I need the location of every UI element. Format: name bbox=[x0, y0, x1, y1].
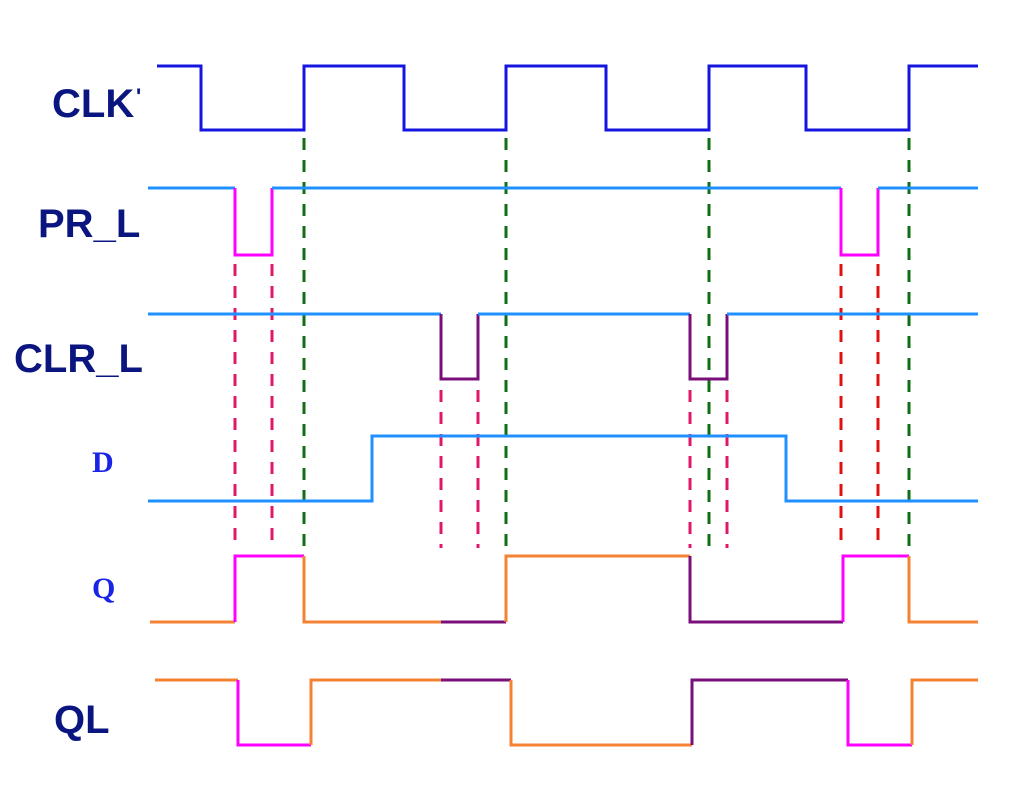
waveform-clr-l bbox=[148, 312, 978, 381]
label-clk: CLK bbox=[52, 82, 134, 126]
label-d: D bbox=[92, 446, 114, 479]
label-q: Q bbox=[92, 572, 115, 605]
label-clr-l: CLR_L bbox=[14, 337, 143, 381]
waveform-q bbox=[150, 554, 978, 624]
waveform-d bbox=[148, 434, 978, 503]
waveform-ql bbox=[155, 678, 978, 747]
waveform-pr-l bbox=[148, 186, 978, 257]
guide-lines bbox=[233, 138, 911, 548]
label-clk-mark: ' bbox=[136, 84, 141, 109]
waveform-clk bbox=[157, 64, 978, 132]
label-ql: QL bbox=[54, 698, 110, 742]
label-pr-l: PR_L bbox=[38, 202, 140, 246]
